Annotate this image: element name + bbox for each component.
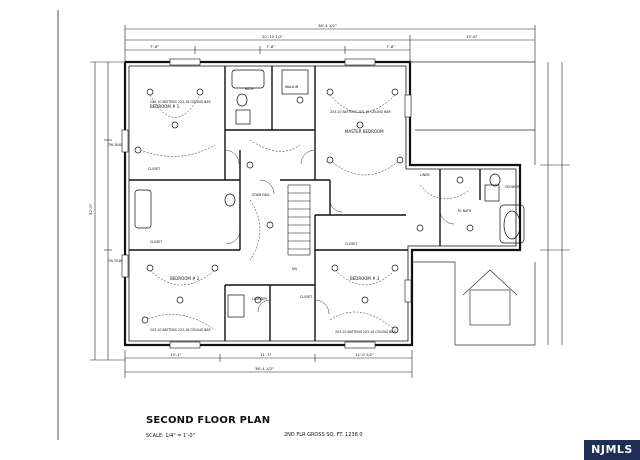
light-fixtures (134, 88, 474, 334)
dim-top-left: 20'-10 1/2" (262, 34, 283, 39)
room-linen: LINEN (420, 173, 430, 177)
dim-bottom-a: 13'-1" (170, 352, 182, 357)
door-swings (224, 149, 455, 315)
dim-bottom-c: 12'-0 1/2" (355, 352, 374, 357)
room-closet-4: CLOSET (300, 295, 312, 299)
note-fan-light-3: 2X3-10 BATTENS 2X3-16 CEILING BAR (150, 328, 211, 332)
window-left-upper: TW 3048 (107, 143, 122, 147)
bath-fixtures (134, 69, 525, 318)
left-dimension-lines (90, 61, 125, 361)
exterior-walls-inner (128, 65, 517, 342)
room-walkin: WALK-IN (285, 85, 299, 89)
room-laundry: LAUNDRY (252, 297, 267, 301)
right-dimension-lines (540, 62, 570, 345)
note-fan-light-2: 2X3-10 BATTENS 2X3-16 CEILING BAR (330, 110, 391, 114)
gross-area-label: 2ND FLR GROSS SQ. FT. 1238.0 (284, 432, 363, 438)
bottom-dimension-lines (124, 350, 413, 378)
note-fan-light-4: 2X3-10 BATTENS 2X3-16 CEILING BAR (335, 330, 396, 334)
room-closet-2: CLOSET (150, 240, 162, 244)
room-bath: BATH (245, 87, 254, 91)
dim-seg-c: 7'-6" (386, 44, 395, 49)
room-mbath: M. BATH (458, 209, 472, 213)
electrical-wiring (139, 94, 471, 331)
note-fan-light-1: 2X3-10 BATTENS 2X3-16 CEILING BAR (150, 100, 211, 104)
interior-walls (129, 66, 481, 341)
room-bedroom2: BEDROOM # 2 (170, 276, 200, 281)
window-left-lower: TW 3048 (107, 259, 122, 263)
windows (121, 58, 412, 349)
title-block: SECOND FLOOR PLAN SCALE: 1/4" = 1'-0" (146, 415, 406, 439)
dim-top-right: 15'-6" (466, 34, 478, 39)
room-stair-hall: STAIR HALL (252, 193, 270, 197)
drawing-title: SECOND FLOOR PLAN (146, 415, 271, 426)
room-master: MASTER BEDROOM (345, 129, 384, 134)
dim-bottom-b: 11'-3" (260, 352, 272, 357)
room-shower: SHOWER (505, 185, 520, 189)
stairs (287, 184, 311, 256)
top-dimension-lines (124, 25, 536, 62)
dim-seg-a: 7'-6" (150, 44, 159, 49)
room-bedroom3: BEDROOM # 3 (350, 276, 380, 281)
room-closet-3: CLOSET (345, 242, 357, 246)
dim-seg-b: 7'-6" (266, 44, 275, 49)
watermark-badge: NJMLS (584, 440, 640, 460)
dim-left-overall: 32'-0" (88, 203, 93, 215)
room-bedroom1: BEDROOM # 1 (150, 104, 180, 109)
stair-dn-label: DN (292, 267, 297, 271)
dim-overall-top: 36'-4 1/2" (318, 23, 337, 28)
roof-outline (410, 61, 536, 346)
dim-bottom-overall: 36'-4 1/2" (255, 366, 274, 371)
drawing-scale: SCALE: 1/4" = 1'-0" (146, 433, 195, 439)
room-closet-1: CLOSET (148, 167, 160, 171)
exterior-walls (123, 60, 522, 347)
